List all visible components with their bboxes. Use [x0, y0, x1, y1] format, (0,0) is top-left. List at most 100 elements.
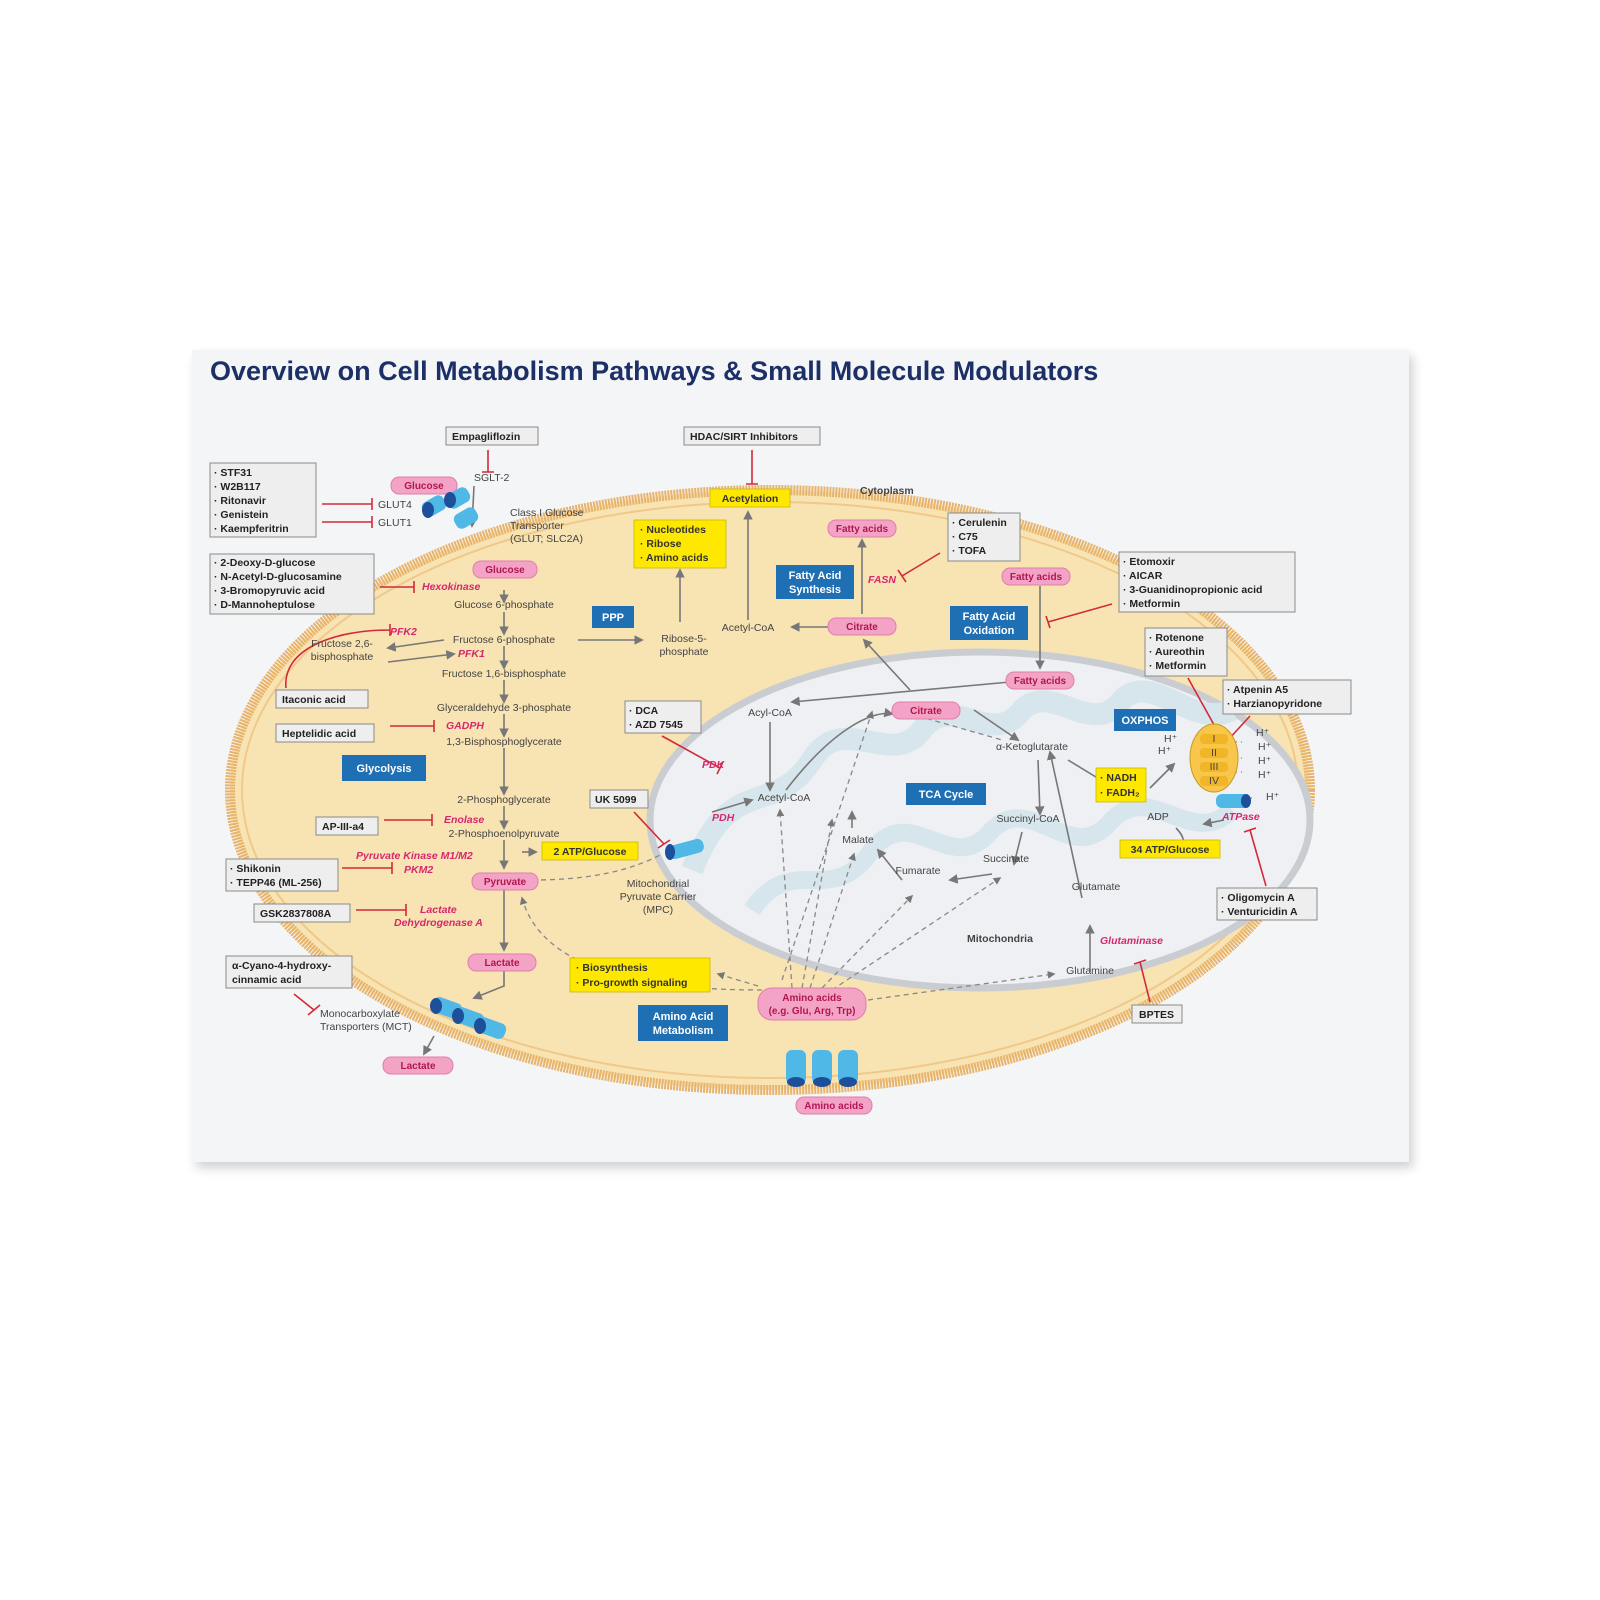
ppp-product-1: · Nucleotides [640, 524, 706, 536]
g6p-label: Glucose 6-phosphate [454, 599, 554, 611]
acylcoa-label: Acyl-CoA [748, 707, 792, 719]
ppp-label: PPP [602, 612, 624, 624]
glut-desc-3: (GLUT; SLC2A) [510, 533, 583, 545]
glut-inhibitor-3: · Ritonavir [214, 495, 266, 507]
mct-inhibitor-1: α-Cyano-4-hydroxy- [232, 960, 332, 972]
pill-fatty-acids-3 [1005, 671, 1075, 690]
hplus-4: H⁺ [1258, 741, 1272, 753]
enzyme-pfk1: PFK1 [458, 648, 485, 660]
arrow-mct-out [423, 1035, 435, 1056]
enzyme-ldh-1: Lactate [420, 904, 457, 916]
enzyme-pdk: PDK [702, 759, 726, 771]
fasn-inhibitor-3: · TOFA [952, 545, 987, 557]
atp34-label: 34 ATP/Glucose [1131, 844, 1210, 856]
glutaminase-inhibitor-label: BPTES [1139, 1009, 1174, 1021]
arrow-fa-acylcoa [790, 681, 1011, 707]
fas-label-1: Fatty Acid [789, 570, 842, 582]
fao-inhibitor-3: · 3-Guanidinopropionic acid [1123, 584, 1262, 596]
enolase-inhibition [384, 814, 433, 826]
mct-desc-2: Transporters (MCT) [320, 1021, 412, 1033]
acetylcoa-mito-label: Acetyl-CoA [758, 792, 811, 804]
pep-label: 2-Phosphoenolpyruvate [449, 828, 560, 840]
fas-box [776, 565, 854, 599]
glycolysis-label: Glycolysis [356, 763, 411, 775]
tca-box [906, 783, 986, 805]
mpc-inhibition [633, 811, 671, 849]
citrate-mito-label: Citrate [910, 706, 942, 717]
sglt2-inhibition [482, 450, 494, 473]
fao-label-1: Fatty Acid [963, 611, 1016, 623]
fao-inhibitor-4: · Metformin [1123, 598, 1180, 610]
lactate-in-label: Lactate [484, 958, 519, 969]
complex1-inhibitor-2: · Aureothin [1149, 646, 1205, 658]
arrow-fumarate-malate [876, 848, 903, 881]
atp2-label: 2 ATP/Glucose [554, 846, 627, 858]
complex-ii: II [1211, 747, 1217, 759]
mct-transporter-icon [430, 997, 507, 1039]
empagliflozin-box [445, 426, 539, 446]
oxphos-box [1114, 709, 1176, 731]
hplus-3: H⁺ [1256, 727, 1270, 739]
bpg-label: 1,3-Bisphosphoglycerate [446, 736, 562, 748]
dash-amino-malate [809, 852, 856, 989]
fasn-inhibitor-1: · Cerulenin [952, 517, 1007, 529]
complex2-inhibitor-2: · Harzianopyridone [1227, 698, 1322, 710]
pkm2-inhibition [342, 862, 393, 874]
hk-inhibitor-1: · 2-Deoxy-D-glucose [214, 557, 316, 569]
atpase-transporter-icon [1216, 794, 1251, 808]
fumarate-label: Fumarate [896, 865, 941, 877]
glutaminase-inhibitor-box [1131, 1004, 1183, 1024]
enzyme-hexokinase: Hexokinase [422, 581, 481, 593]
hdac-label: HDAC/SIRT Inhibitors [690, 431, 798, 443]
pill-amino-acids-out [795, 1096, 873, 1115]
complex1-inhibitor-1: · Rotenone [1149, 632, 1204, 644]
mct-inhibitor-box [225, 955, 353, 989]
fasn-inhibitor-2: · C75 [952, 531, 978, 543]
atpase-inhibition [1243, 827, 1267, 887]
pkm2-inhibitor-2: · TEPP46 (ML-256) [230, 877, 322, 889]
f16bp-label: Fructose 1,6-bisphosphate [442, 668, 566, 680]
ppp-box [592, 606, 634, 628]
hdac-box [683, 426, 821, 446]
complex-i: I [1213, 733, 1216, 745]
itaconic-label: Itaconic acid [282, 694, 346, 706]
itaconic-box [275, 689, 369, 709]
glut-inhibitor-4: · Genistein [214, 509, 268, 521]
fao-inhibition [1045, 603, 1113, 629]
akg-label: α-Ketoglutarate [996, 741, 1068, 753]
atp2-box [541, 841, 639, 861]
pill-fatty-acids-1 [827, 519, 897, 538]
cytoplasm-label: Cytoplasm [860, 485, 914, 497]
fatty-acids-3-label: Fatty acids [1014, 676, 1067, 687]
glut4-label: GLUT4 [378, 499, 412, 511]
empagliflozin-label: Empagliflozin [452, 431, 520, 443]
hexokinase-inhibitor-box [209, 553, 375, 615]
glutamine-label: Glutamine [1066, 965, 1114, 977]
hplus-1: H⁺ [1164, 733, 1178, 745]
glut-inhibitor-2: · W2B117 [214, 481, 261, 493]
dash-amino-citrate [781, 710, 874, 981]
fao-box [950, 606, 1028, 640]
r5p-label-2: phosphate [659, 646, 708, 658]
arrow-succinate-fumarate [948, 873, 993, 884]
arrow-citrate-akg [973, 709, 1020, 742]
enzyme-enolase: Enolase [444, 814, 484, 826]
complex2-inhibitor-box [1222, 679, 1352, 715]
mitochondrion-cristae-2 [744, 798, 1239, 916]
ppp-products-box [633, 519, 727, 569]
acetylcoa-cyto-label: Acetyl-CoA [722, 622, 775, 634]
dash-amino-biosynthesis [716, 972, 759, 987]
fas-label-2: Synthesis [789, 584, 841, 596]
citrate-cyto-label: Citrate [846, 622, 878, 633]
pkm2-inhibitor-1: · Shikonin [230, 863, 281, 875]
glut4-inhibition [322, 498, 373, 510]
mpc-desc-1: Mitochondrial [627, 878, 689, 890]
pdk-inhibition [661, 735, 724, 775]
enzyme-pfk2: PFK2 [390, 626, 417, 638]
fadh-label: · FADH₂ [1100, 787, 1140, 799]
amino-out-label: Amino acids [804, 1101, 864, 1112]
atpase-inhibitor-1: · Oligomycin A [1221, 892, 1295, 904]
mpc-desc-2: Pyruvate Carrier [620, 891, 697, 903]
succinate-label: Succinate [983, 853, 1029, 865]
dash-amino-pyruvate [519, 896, 763, 991]
